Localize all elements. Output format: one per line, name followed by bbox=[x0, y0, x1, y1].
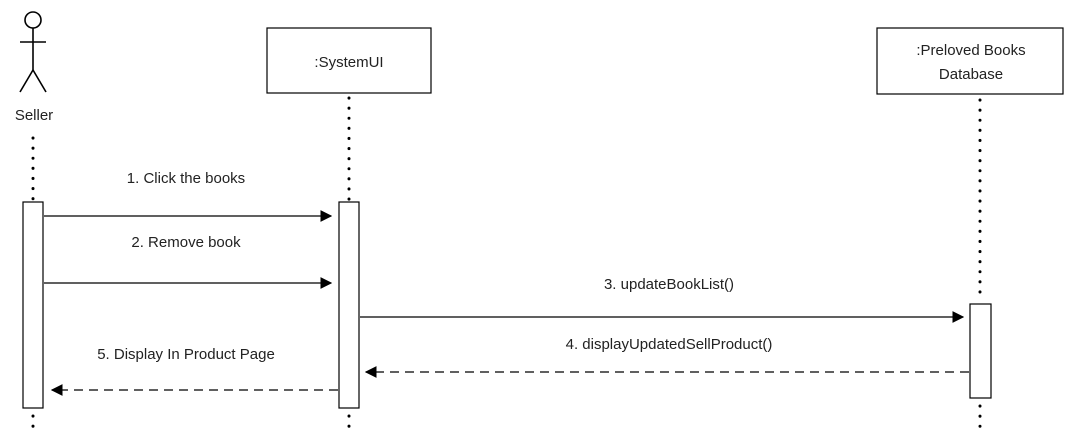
message-2: 2. Remove book bbox=[44, 234, 333, 289]
message-label: 1. Click the books bbox=[127, 170, 245, 187]
message-label: 4. displayUpdatedSellProduct() bbox=[566, 336, 773, 353]
database-activation-bar bbox=[969, 303, 992, 399]
message-3: 3. updateBookList() bbox=[360, 276, 965, 323]
lifeline-database: :Preloved Books Database bbox=[876, 27, 1064, 95]
lifeline-head-box bbox=[266, 27, 432, 94]
lifeline-label-line1: :Preloved Books bbox=[916, 42, 1025, 59]
message-4: 4. displayUpdatedSellProduct() bbox=[364, 336, 969, 378]
stick-figure-icon bbox=[19, 11, 47, 93]
systemui-activation-bar bbox=[338, 201, 360, 409]
actor-seller: Seller bbox=[15, 11, 53, 124]
message-label: 3. updateBookList() bbox=[604, 276, 734, 293]
message-5: 5. Display In Product Page bbox=[50, 346, 338, 396]
lifeline-dots bbox=[31, 96, 982, 436]
seller-activation-bar bbox=[22, 201, 44, 409]
lifeline-head-box bbox=[876, 27, 1064, 95]
lifeline-systemui: :SystemUI bbox=[266, 27, 432, 94]
message-label: 5. Display In Product Page bbox=[97, 346, 275, 363]
lifeline-label: :SystemUI bbox=[314, 54, 383, 71]
actor-label: Seller bbox=[15, 107, 53, 124]
message-label: 2. Remove book bbox=[131, 234, 241, 251]
message-1: 1. Click the books bbox=[44, 170, 333, 222]
lifeline-label-line2: Database bbox=[939, 66, 1003, 83]
